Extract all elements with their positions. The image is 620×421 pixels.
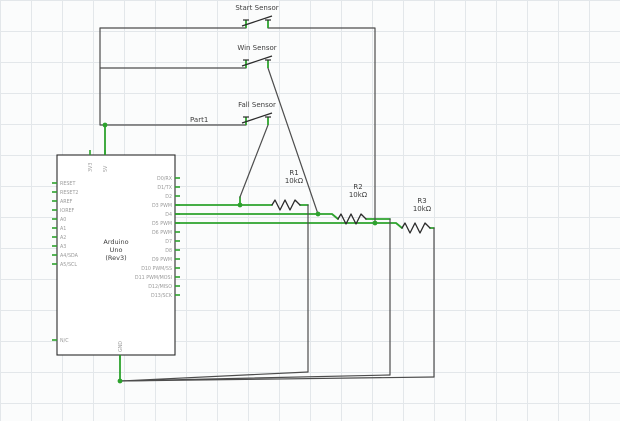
pin-label-left: A4/SDA xyxy=(60,253,79,259)
pin-label-right: D13/SCK xyxy=(151,293,173,299)
pin-label-right: D11 PWM/MOSI xyxy=(135,275,172,281)
pin-label-left: RESET xyxy=(60,181,75,187)
resistor-zigzag xyxy=(401,222,431,234)
switch-lever xyxy=(241,55,273,67)
arduino-label: Arduino xyxy=(103,238,128,246)
pin-label-left: N/C xyxy=(60,338,69,344)
pin-label-right: D12/MISO xyxy=(148,284,172,290)
junction-dot xyxy=(315,211,321,217)
arduino-body xyxy=(56,154,176,356)
resistor-value: 10kΩ xyxy=(285,177,304,185)
fall-sensor-switch[interactable]: Fall Sensor xyxy=(238,101,276,125)
switch-lever xyxy=(241,112,273,124)
resistor-zigzag xyxy=(337,213,367,225)
pin-label-left: A1 xyxy=(60,226,66,232)
pin-label-top: 5V xyxy=(103,165,109,172)
junction-dot xyxy=(117,378,123,384)
wire[interactable] xyxy=(267,27,376,224)
pin-label-left: IOREF xyxy=(60,208,75,214)
wire[interactable] xyxy=(119,376,435,382)
pin-label-left: A2 xyxy=(60,235,66,241)
pin-label-right: D0/RX xyxy=(157,176,173,182)
pin-label-left: A3 xyxy=(60,244,66,250)
pin-label-right: D10 PWM/SS xyxy=(141,266,172,272)
wire[interactable] xyxy=(239,124,269,198)
wire[interactable] xyxy=(174,222,403,229)
junction-dot xyxy=(102,122,108,128)
pin-label-right: D9 PWM xyxy=(152,257,172,263)
resistor-name: R3 xyxy=(417,197,426,205)
arduino-label: Uno xyxy=(110,246,123,254)
wire[interactable] xyxy=(99,27,106,126)
pin-label-right: D8 xyxy=(165,248,172,254)
win-sensor-switch[interactable]: Win Sensor xyxy=(237,44,277,68)
wire[interactable] xyxy=(267,67,319,215)
pin-label-top: 3V3 xyxy=(88,163,94,172)
switch-lever xyxy=(241,15,273,27)
pin-label-left: RESET2 xyxy=(60,190,78,196)
fall-sensor-label: Fall Sensor xyxy=(238,101,276,109)
pin-label-left: AREF xyxy=(60,199,73,205)
pin-label-right: D6 PWM xyxy=(152,230,172,236)
wire[interactable] xyxy=(174,213,339,220)
pin-label-bottom: GND xyxy=(118,341,124,352)
pin-label-right: D5 PWM xyxy=(152,221,172,227)
wire[interactable] xyxy=(119,371,309,382)
pin-label-right: D4 xyxy=(165,212,172,218)
resistor-name: R1 xyxy=(289,169,298,177)
start-sensor-label: Start Sensor xyxy=(235,4,278,12)
arduino-label: (Rev3) xyxy=(105,254,126,262)
resistor-value: 10kΩ xyxy=(349,191,368,199)
start-sensor-switch[interactable]: Start Sensor xyxy=(235,4,279,28)
resistor-name: R2 xyxy=(353,183,362,191)
pin-label-right: D1/TX xyxy=(157,185,172,191)
win-sensor-label: Win Sensor xyxy=(237,44,276,52)
resistor-value: 10kΩ xyxy=(413,205,432,213)
junction-dot xyxy=(372,220,378,226)
pin-label-left: A5/SCL xyxy=(60,262,77,268)
pin-label-left: A0 xyxy=(60,217,66,223)
pin-label-right: D3 PWM xyxy=(152,203,172,209)
pin-label-right: D7 xyxy=(165,239,172,245)
junction-dot xyxy=(237,202,243,208)
part1-label: Part1 xyxy=(190,116,208,124)
pin-label-right: D2 xyxy=(165,194,172,200)
resistor-zigzag xyxy=(271,199,301,211)
